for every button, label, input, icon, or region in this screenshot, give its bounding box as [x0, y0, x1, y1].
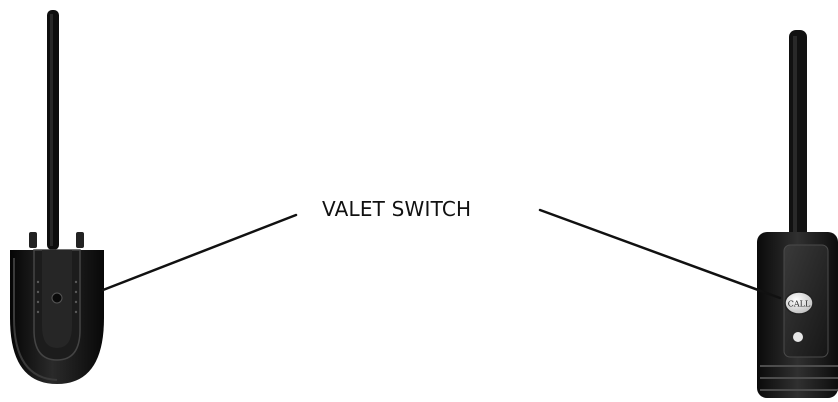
led-indicator — [793, 332, 803, 342]
callout-line-right — [538, 208, 782, 300]
left-transmitter — [10, 10, 104, 384]
left-valet-button — [51, 292, 63, 304]
right-transmitter: CALL — [757, 30, 838, 398]
call-button — [784, 291, 814, 315]
call-button-label: CALL — [788, 300, 811, 309]
callout-line-left — [101, 213, 298, 292]
valet-switch-label: VALET SWITCH — [322, 197, 472, 221]
